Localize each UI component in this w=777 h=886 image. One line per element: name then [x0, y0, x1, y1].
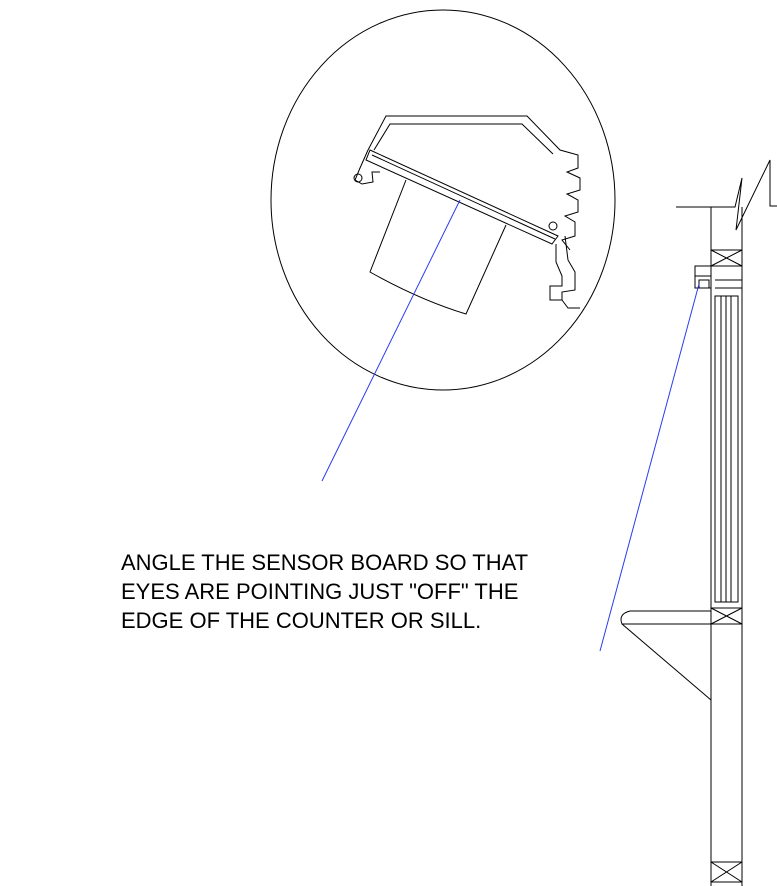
counter-support	[621, 623, 712, 701]
pivot-pin-left	[353, 173, 363, 183]
pivot-pin-right	[548, 221, 558, 231]
installation-note: ANGLE THE SENSOR BOARD SO THAT EYES ARE …	[121, 548, 591, 635]
note-line-2: EYES ARE POINTING JUST "OFF" THE	[121, 579, 519, 604]
housing-rear-clip	[354, 149, 380, 185]
sill-block	[710, 607, 743, 625]
sensor-board	[365, 149, 559, 245]
sensor-board-inner	[371, 154, 556, 240]
counter-sill	[620, 610, 711, 625]
sensor-eye-cylinder	[369, 179, 507, 315]
sensor-housing	[694, 265, 712, 289]
mounting-bracket-foot	[561, 299, 580, 309]
break-line	[676, 159, 777, 231]
wall-section	[620, 159, 777, 886]
housing-cover-inner	[373, 123, 554, 155]
foot-block	[710, 861, 743, 883]
housing-cover	[367, 115, 581, 251]
note-line-1: ANGLE THE SENSOR BOARD SO THAT	[121, 550, 529, 575]
note-line-3: EDGE OF THE COUNTER OR SILL.	[121, 608, 482, 633]
detail-circle	[270, 9, 616, 391]
mounting-bracket	[549, 235, 576, 301]
leader-lines	[321, 199, 700, 652]
sensor-detail-callout	[270, 9, 616, 391]
detail-leader-line	[321, 199, 461, 482]
sensor-leader-line	[599, 283, 700, 652]
